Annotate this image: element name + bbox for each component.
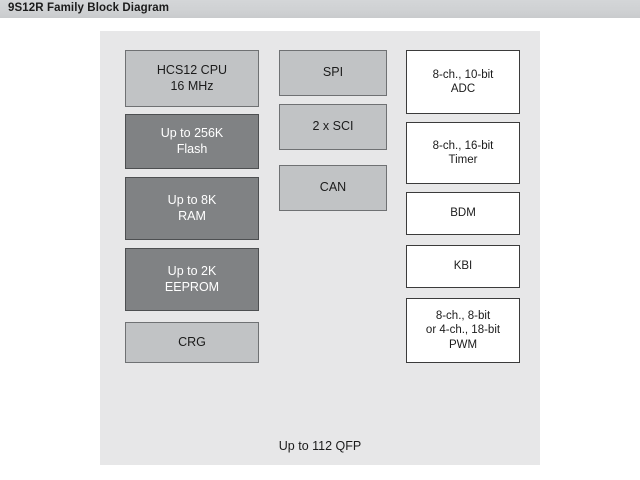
page-title: 9S12R Family Block Diagram — [8, 2, 170, 14]
block-cpu: HCS12 CPU 16 MHz — [125, 50, 259, 107]
block-diagram-panel: HCS12 CPU 16 MHz Up to 256K Flash Up to … — [100, 31, 540, 465]
block-can: CAN — [279, 165, 387, 211]
window-title-bar: 9S12R Family Block Diagram — [0, 0, 640, 19]
block-kbi: KBI — [406, 245, 520, 288]
block-timer: 8-ch., 16-bit Timer — [406, 122, 520, 184]
block-ram: Up to 8K RAM — [125, 177, 259, 240]
block-crg: CRG — [125, 322, 259, 363]
block-sci: 2 x SCI — [279, 104, 387, 150]
block-pwm: 8-ch., 8-bit or 4-ch., 18-bit PWM — [406, 298, 520, 363]
package-label: Up to 112 QFP — [278, 439, 362, 453]
block-eeprom: Up to 2K EEPROM — [125, 248, 259, 311]
block-bdm: BDM — [406, 192, 520, 235]
block-adc: 8-ch., 10-bit ADC — [406, 50, 520, 114]
block-flash: Up to 256K Flash — [125, 114, 259, 169]
block-spi: SPI — [279, 50, 387, 96]
